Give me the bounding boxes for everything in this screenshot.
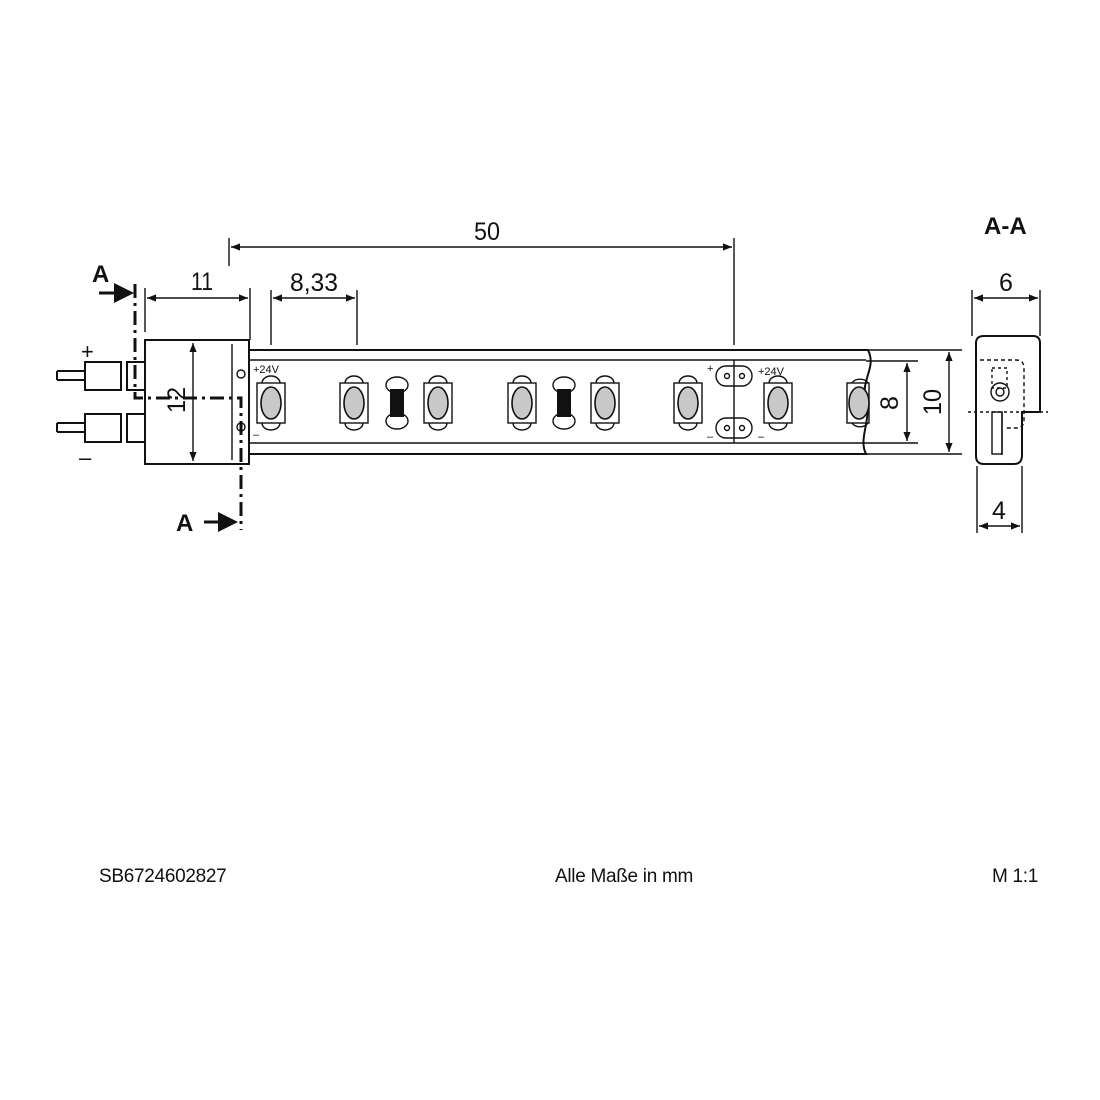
dimension-4-label: 4 bbox=[992, 497, 1006, 525]
section-marker-bottom-label: A bbox=[176, 510, 193, 537]
section-title: A-A bbox=[984, 213, 1027, 240]
dimension-11: 11 bbox=[144, 268, 251, 340]
solder-pads bbox=[715, 365, 753, 439]
led-chip bbox=[763, 375, 793, 431]
dimension-11-label: 11 bbox=[191, 268, 213, 296]
led-chip bbox=[590, 375, 620, 431]
led-chip bbox=[507, 375, 537, 431]
section-profile bbox=[968, 335, 1048, 465]
led-chip bbox=[256, 375, 286, 431]
dimension-8: 8 bbox=[866, 360, 918, 444]
section-marker-bottom: A bbox=[176, 510, 238, 537]
polarity-minus-label: – bbox=[79, 445, 92, 470]
dimension-10: 10 bbox=[866, 349, 962, 455]
resistor bbox=[552, 376, 576, 430]
dimension-8-label: 8 bbox=[876, 396, 904, 410]
article-number: SB6724602827 bbox=[99, 866, 227, 887]
dimension-50-label: 50 bbox=[474, 218, 500, 246]
led-chip bbox=[423, 375, 453, 431]
dimension-12: 12 bbox=[163, 343, 197, 461]
resistor bbox=[385, 376, 409, 430]
dimension-6: 6 bbox=[971, 269, 1041, 336]
dimension-12-label: 12 bbox=[163, 387, 191, 413]
section-cut-line bbox=[133, 284, 243, 530]
pad-plus-label: + bbox=[707, 363, 713, 375]
section-marker-top-label: A bbox=[92, 261, 109, 288]
led-chip bbox=[339, 375, 369, 431]
cable-wires bbox=[56, 361, 146, 443]
dimension-4: 4 bbox=[976, 466, 1023, 533]
led-chip bbox=[673, 375, 703, 431]
dimension-8-33-label: 8,33 bbox=[290, 269, 338, 297]
voltage-label-1: +24V bbox=[253, 364, 280, 376]
pad-minus-label-right: – bbox=[758, 431, 765, 443]
polarity-plus-label: + bbox=[81, 339, 94, 364]
units-note: Alle Maße in mm bbox=[555, 866, 694, 887]
pad-minus-label-mid: – bbox=[707, 431, 714, 443]
scale-note: M 1:1 bbox=[991, 866, 1038, 887]
dimension-8-33: 8,33 bbox=[270, 269, 358, 345]
dimension-10-label: 10 bbox=[919, 389, 947, 415]
dimension-6-label: 6 bbox=[999, 269, 1013, 297]
pad-minus-label-left: – bbox=[253, 429, 260, 441]
section-marker-top: A bbox=[92, 261, 134, 303]
dimension-50: 50 bbox=[228, 218, 735, 345]
connector-body bbox=[144, 339, 250, 465]
led-chip bbox=[846, 378, 870, 428]
voltage-label-2: +24V bbox=[758, 366, 785, 378]
